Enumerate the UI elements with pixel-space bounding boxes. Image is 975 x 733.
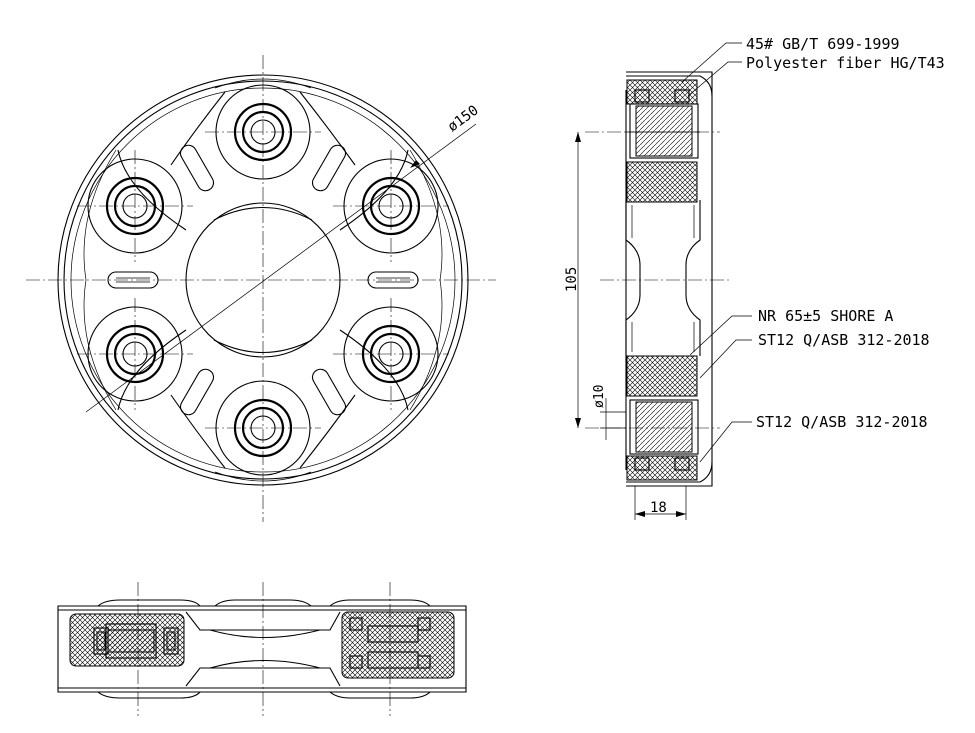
material-label-polyester: Polyester fiber HG/T43 <box>746 54 945 72</box>
bushing-lower-right <box>333 298 449 410</box>
bushing-bottom <box>205 380 321 476</box>
material-label-st12-lower: ST12 Q/ASB 312-2018 <box>756 413 928 431</box>
front-view: ø150 <box>26 55 496 522</box>
side-view: 105 ø10 18 45# GB/T 699-1999 Polyester f… <box>564 35 945 520</box>
bushing-top <box>205 84 321 180</box>
bushing-upper-right <box>333 150 449 262</box>
bushing-lower-left <box>77 298 193 410</box>
dim-height: 105 <box>564 267 580 292</box>
dim-thickness: 18 <box>650 500 667 516</box>
material-label-steel-45: 45# GB/T 699-1999 <box>746 35 900 53</box>
dim-hole: ø10 <box>592 385 607 408</box>
material-label-rubber: NR 65±5 SHORE A <box>758 307 893 325</box>
bushing-upper-left <box>77 150 193 262</box>
material-label-st12-upper: ST12 Q/ASB 312-2018 <box>758 331 930 349</box>
bottom-view <box>57 582 467 716</box>
dim-outer-diameter: ø150 <box>445 102 482 135</box>
